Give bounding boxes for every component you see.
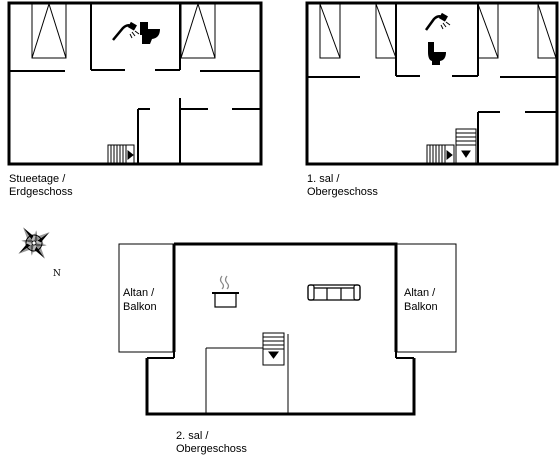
balcony-label-line2: Balkon (404, 301, 438, 313)
staircase (262, 332, 285, 366)
skylight-window (180, 3, 216, 59)
sofa-icon (307, 284, 361, 301)
staircase (426, 128, 477, 165)
first-floor-plan (305, 1, 559, 166)
balcony-label-line1: Altan / (123, 287, 155, 299)
stair-arrow-icon (268, 351, 279, 359)
staircase (107, 144, 135, 165)
skylight-window (375, 3, 397, 59)
cooking-pot-icon (212, 275, 239, 308)
stair-arrow-icon (127, 149, 134, 161)
skylight-window (477, 3, 499, 59)
balcony-label-line1: Altan / (404, 287, 436, 299)
floor-label-line2: Erdgeschoss (9, 186, 73, 198)
balcony-label-line2: Balkon (123, 301, 157, 313)
stair-arrow-icon (461, 150, 471, 158)
toilet-icon (140, 22, 160, 44)
floor-label-line2: Obergeschoss (307, 186, 378, 198)
compass-north-label: N (53, 269, 61, 279)
second-floor-plan (118, 242, 457, 416)
toilet-icon (428, 42, 446, 65)
ground-floor-plan (7, 1, 263, 166)
shower-icon (424, 12, 451, 31)
floor-label-line1: 1. sal / (307, 173, 340, 185)
skylight-window (31, 3, 67, 59)
skylight-window (537, 3, 557, 59)
compass-rose-icon (18, 227, 50, 259)
skylight-window (319, 3, 341, 59)
floor-label-line1: Stueetage / (9, 173, 66, 185)
stair-arrow-icon (446, 149, 453, 161)
floor-label-line1: 2. sal / (176, 430, 209, 442)
floor-label-line2: Obergeschoss (176, 443, 247, 455)
shower-icon (112, 21, 140, 41)
